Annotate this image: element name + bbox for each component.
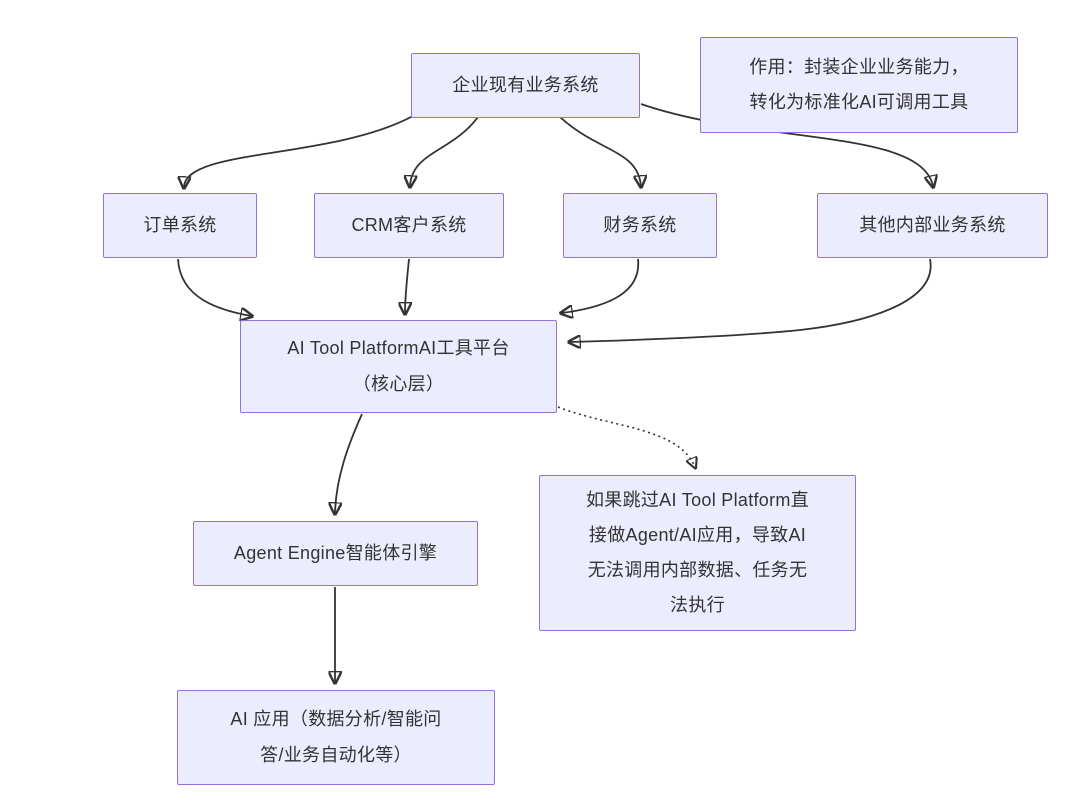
- edge-enterprise-to-other: [640, 103, 933, 186]
- node-ai-applications: AI 应用（数据分析/智能问 答/业务自动化等）: [177, 690, 495, 785]
- node-other-internal-systems-label: 其他内部业务系统: [859, 214, 1006, 235]
- edge-platform-to-agent: [335, 413, 363, 513]
- node-agent-engine-label: Agent Engine智能体引擎: [233, 542, 438, 563]
- edge-enterprise-to-crm: [410, 116, 479, 186]
- edge-other-to-platform: [570, 258, 932, 342]
- node-order-system: 订单系统: [103, 193, 257, 258]
- node-ai-tool-platform-label: AI Tool PlatformAI工具平台 （核心层）: [287, 338, 510, 394]
- edge-crm-to-platform: [405, 258, 409, 313]
- node-crm-system: CRM客户系统: [314, 193, 504, 258]
- node-other-internal-systems: 其他内部业务系统: [817, 193, 1048, 258]
- node-agent-engine: Agent Engine智能体引擎: [193, 521, 478, 586]
- node-ai-tool-platform: AI Tool PlatformAI工具平台 （核心层）: [240, 320, 557, 413]
- edge-enterprise-to-finance: [559, 116, 641, 186]
- node-enterprise-systems-label: 企业现有业务系统: [452, 74, 599, 95]
- node-skip-platform-warning-label: 如果跳过AI Tool Platform直 接做Agent/AI应用，导致AI …: [585, 489, 810, 616]
- node-ai-applications-label: AI 应用（数据分析/智能问 答/业务自动化等）: [230, 709, 442, 765]
- node-role-note-label: 作用：封装企业业务能力， 转化为标准化AI可调用工具: [749, 56, 969, 112]
- node-order-system-label: 订单系统: [143, 214, 217, 235]
- edge-finance-to-platform: [562, 258, 639, 313]
- edge-platform-to-warning: [557, 406, 695, 467]
- node-finance-system-label: 财务系统: [603, 214, 677, 235]
- node-role-note: 作用：封装企业业务能力， 转化为标准化AI可调用工具: [700, 37, 1018, 133]
- edge-enterprise-to-order: [184, 115, 414, 187]
- node-skip-platform-warning: 如果跳过AI Tool Platform直 接做Agent/AI应用，导致AI …: [539, 475, 856, 631]
- node-finance-system: 财务系统: [563, 193, 717, 258]
- edge-order-to-platform: [177, 258, 251, 316]
- node-crm-system-label: CRM客户系统: [351, 214, 467, 235]
- node-enterprise-systems: 企业现有业务系统: [411, 53, 640, 118]
